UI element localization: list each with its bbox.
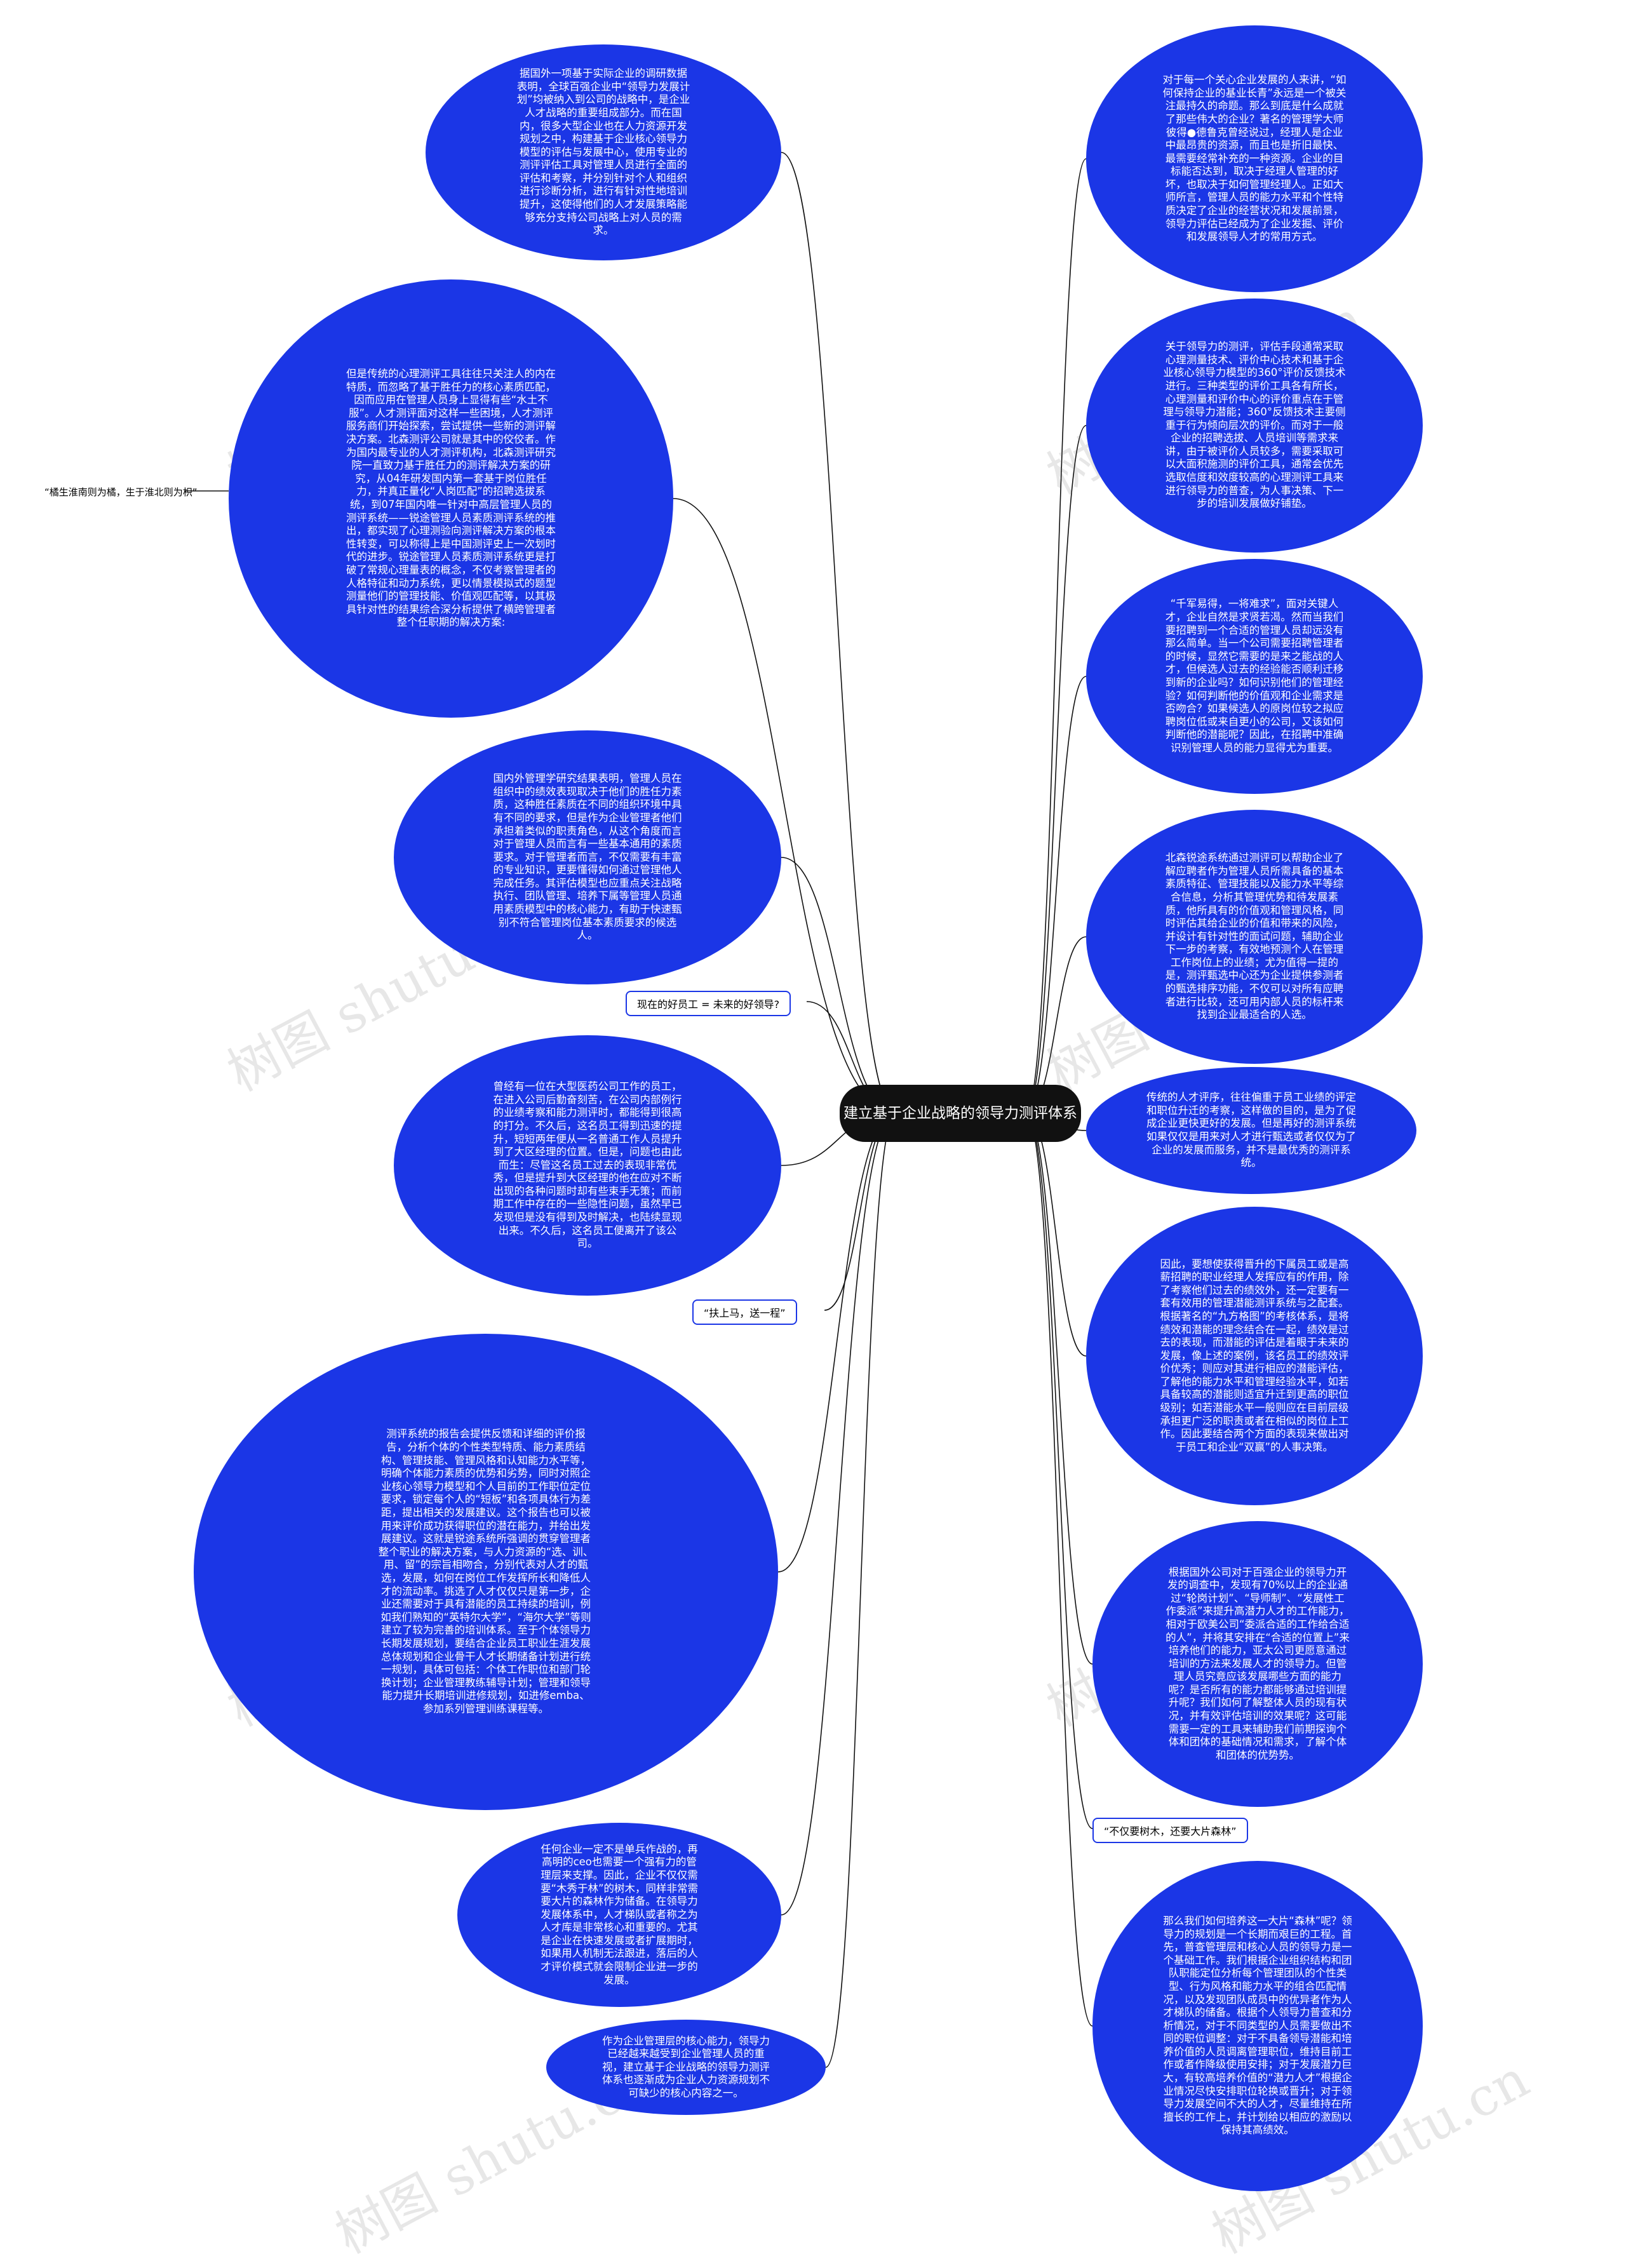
left-pill-2[interactable]: “扶上马，送一程” <box>692 1299 797 1325</box>
connector-line <box>777 1112 896 1573</box>
node-text: 但是传统的心理测评工具往往只关注人的内在特质，而忽略了基于胜任力的核心素质匹配，… <box>346 368 556 629</box>
left-node-1[interactable]: 据国外一项基于实际企业的调研数据表明，全球百强企业中“领导力发展计划”均被纳入到… <box>426 44 781 260</box>
node-text: 那么我们如何培养这一大片“森林”呢？领导力的规划是一个长期而艰巨的工程。首先，普… <box>1163 1914 1352 2137</box>
left-node-2[interactable]: 但是传统的心理测评工具往往只关注人的内在特质，而忽略了基于胜任力的核心素质匹配，… <box>229 279 673 718</box>
right-node-3[interactable]: “千军易得，一将难求”，面对关键人才，企业自然是求贤若渴。然而当我们要招聘到一个… <box>1086 559 1423 794</box>
node-text: 任何企业一定不是单兵作战的，再高明的ceo也需要一个强有力的管理层来支撑。因此，… <box>540 1842 699 1986</box>
side-label: “橘生淮南则为橘，生于淮北则为枳” <box>44 486 198 498</box>
right-node-2[interactable]: 关于领导力的测评，评估手段通常采取心理测量技术、评价中心技术和基于企业核心领导力… <box>1086 299 1423 553</box>
node-text: “千军易得，一将难求”，面对关键人才，企业自然是求贤若渴。然而当我们要招聘到一个… <box>1165 598 1344 754</box>
connector-line <box>673 498 896 1113</box>
connector-line <box>781 152 896 1113</box>
connector-line <box>781 1112 896 1916</box>
connector-line <box>825 1112 896 2068</box>
node-text: 根据国外公司对于百强企业的领导力开发的调查中，发现有70%以上的企业通过“轮岗计… <box>1166 1566 1350 1761</box>
left-pill-1[interactable]: 现在的好员工 = 未来的好领导? <box>626 991 791 1016</box>
left-node-5[interactable]: 测评系统的报告会提供反馈和详细的评价报告，分析个体的个性类型特质、能力素质结构、… <box>194 1334 778 1810</box>
connector-line <box>1025 1112 1087 1357</box>
right-node-4[interactable]: 北森锐途系统通过测评可以帮助企业了解应聘者作为管理人员所需具备的基本素质特征、管… <box>1086 810 1423 1064</box>
node-text: 据国外一项基于实际企业的调研数据表明，全球百强企业中“领导力发展计划”均被纳入到… <box>516 67 690 237</box>
connector-line <box>1025 1112 1093 2027</box>
right-node-6[interactable]: 因此，要想使获得晋升的下属员工或是高薪招聘的职业经理人发挥应有的作用，除了考察他… <box>1086 1207 1423 1505</box>
left-node-4[interactable]: 曾经有一位在大型医药公司工作的员工，在进入公司后勤奋刻苦，在公司内部例行的业绩考… <box>394 1035 781 1296</box>
node-text: 测评系统的报告会提供反馈和详细的评价报告，分析个体的个性类型特质、能力素质结构、… <box>378 1428 594 1715</box>
connector-line <box>1025 425 1087 1113</box>
node-text: 传统的人才评序，往往偏重于员工业绩的评定和职位升迁的考察，这样做的目的，是为了促… <box>1146 1091 1356 1169</box>
right-node-1[interactable]: 对于每一个关心企业发展的人来讲，“如何保持企业的基业长青”永远是一个被关注最持久… <box>1086 25 1423 292</box>
node-text: 曾经有一位在大型医药公司工作的员工，在进入公司后勤奋刻苦，在公司内部例行的业绩考… <box>493 1080 682 1250</box>
connector-line <box>1025 158 1087 1113</box>
node-text: 关于领导力的测评，评估手段通常采取心理测量技术、评价中心技术和基于企业核心领导力… <box>1163 340 1346 510</box>
right-node-8[interactable]: 那么我们如何培养这一大片“森林”呢？领导力的规划是一个长期而艰巨的工程。首先，普… <box>1092 1861 1423 2191</box>
left-node-6[interactable]: 任何企业一定不是单兵作战的，再高明的ceo也需要一个强有力的管理层来支撑。因此，… <box>457 1823 781 2007</box>
connector-line <box>781 857 896 1113</box>
left-node-3[interactable]: 国内外管理学研究结果表明，管理人员在组织中的绩效表现取决于他们的胜任力素质，这种… <box>394 730 781 984</box>
right-node-7[interactable]: 根据国外公司对于百强企业的领导力开发的调查中，发现有70%以上的企业通过“轮岗计… <box>1092 1521 1423 1807</box>
node-text: 国内外管理学研究结果表明，管理人员在组织中的绩效表现取决于他们的胜任力素质，这种… <box>493 772 682 942</box>
right-node-5[interactable]: 传统的人才评序，往往偏重于员工业绩的评定和职位升迁的考察，这样做的目的，是为了促… <box>1086 1067 1416 1194</box>
central-topic[interactable]: 建立基于企业战略的领导力测评体系 <box>840 1085 1081 1142</box>
left-node-7[interactable]: 作为企业管理层的核心能力，领导力已经越来越受到企业管理人员的重视，建立基于企业战… <box>546 2020 826 2115</box>
connector-line <box>1025 1112 1093 1829</box>
node-text: 因此，要想使获得晋升的下属员工或是高薪招聘的职业经理人发挥应有的作用，除了考察他… <box>1160 1258 1349 1453</box>
node-text: 作为企业管理层的核心能力，领导力已经越来越受到企业管理人员的重视，建立基于企业战… <box>602 2034 770 2099</box>
right-pill[interactable]: “不仅要树木，还要大片森林” <box>1092 1818 1248 1843</box>
node-text: 对于每一个关心企业发展的人来讲，“如何保持企业的基业长青”永远是一个被关注最持久… <box>1162 74 1347 243</box>
connector-line <box>1025 1112 1093 1665</box>
node-text: 北森锐途系统通过测评可以帮助企业了解应聘者作为管理人员所需具备的基本素质特征、管… <box>1165 852 1344 1021</box>
central-topic-text: 建立基于企业战略的领导力测评体系 <box>843 1104 1077 1122</box>
